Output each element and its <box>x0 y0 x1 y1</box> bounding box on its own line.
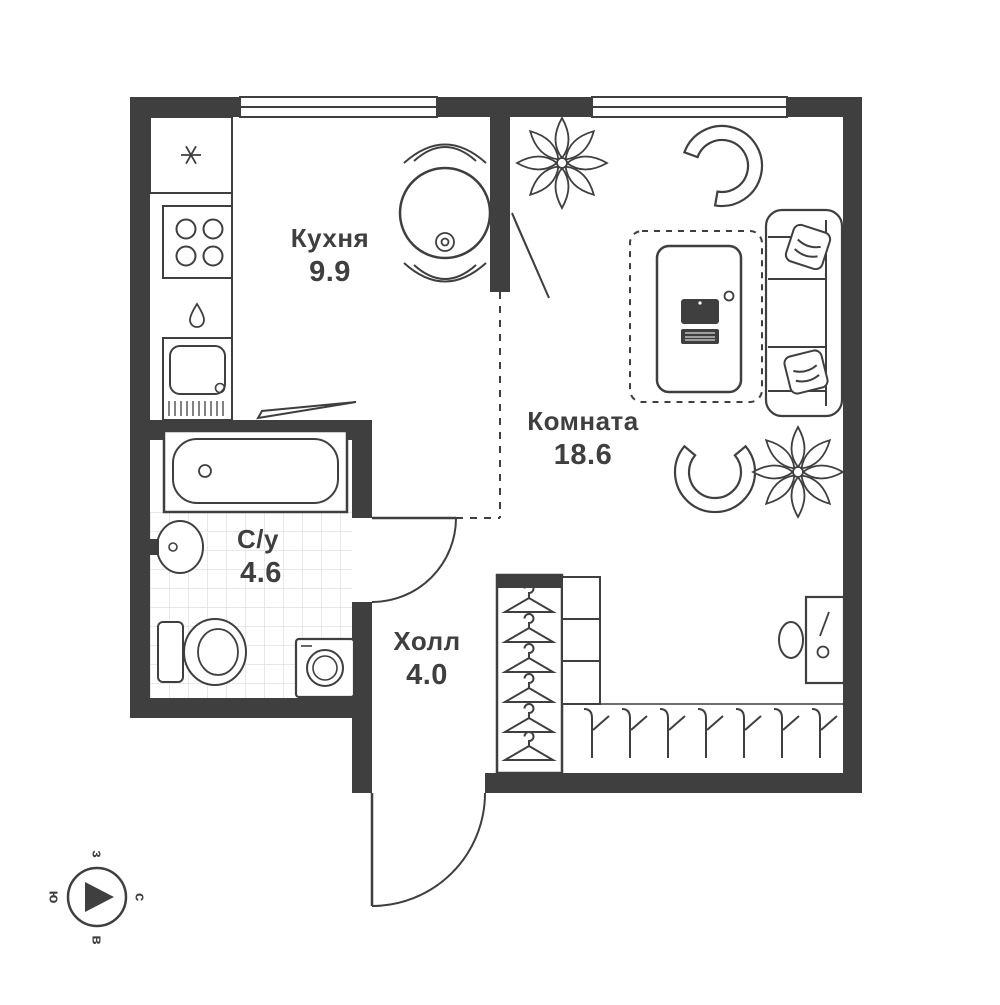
tv-icon <box>256 401 357 420</box>
bathroom-door <box>371 516 457 603</box>
shelf-unit <box>561 576 601 705</box>
compass-letter-north: с <box>132 893 149 901</box>
wall-entry-left <box>352 698 372 793</box>
tv-icon <box>511 212 550 299</box>
hanger-icon <box>504 583 554 613</box>
laptop-icon <box>681 299 719 344</box>
fridge <box>149 116 233 194</box>
hanger-icon <box>504 703 554 733</box>
kitchen-name-label: Кухня <box>291 223 369 253</box>
plant-icon <box>752 426 844 518</box>
dining-chair-bottom <box>403 262 487 283</box>
mouse-icon <box>723 290 735 302</box>
plant-icon <box>516 117 608 209</box>
coat-hook-icon <box>583 708 610 759</box>
pillow <box>784 223 832 271</box>
compass: з с в ю <box>46 850 149 944</box>
sofa <box>764 208 844 418</box>
wall-bathroom-bottom <box>130 698 372 718</box>
window-living-room <box>591 96 788 118</box>
water-drop-icon <box>189 302 205 328</box>
wall-left <box>130 97 150 718</box>
coat-hooks <box>583 708 838 759</box>
dining-table <box>398 143 492 283</box>
desk-zone-dashed-outline <box>629 230 763 403</box>
windows <box>239 96 788 118</box>
coat-hook-icon <box>735 708 762 759</box>
compass-letter-south: ю <box>46 891 63 904</box>
coat-hook-icon <box>811 708 838 759</box>
snowflake-icon <box>181 145 201 165</box>
bathtub <box>162 429 349 514</box>
compass-needle-icon <box>85 882 114 912</box>
hall-name-label: Холл <box>393 626 460 656</box>
compass-letter-east: в <box>89 935 106 944</box>
stool <box>778 621 804 659</box>
vanity-table <box>778 595 846 685</box>
hanger-icon <box>504 643 554 673</box>
kitchen <box>149 116 492 421</box>
pillow <box>783 349 829 395</box>
living-room-name-label: Комната <box>527 406 639 436</box>
compass-letter-west: з <box>89 850 106 857</box>
desk-zone <box>629 230 763 403</box>
wall-top-middle <box>437 97 592 117</box>
stove <box>162 205 233 279</box>
desk-chair <box>673 444 757 514</box>
hall <box>370 573 843 907</box>
armchair-corner <box>682 124 764 208</box>
wall-bathroom-right-top <box>352 420 372 518</box>
toilet <box>157 618 247 686</box>
kitchen-sink <box>162 337 233 421</box>
entry-door <box>370 792 486 907</box>
wall-top-left <box>130 97 240 117</box>
hall-area-label: 4.0 <box>406 659 448 691</box>
bathroom-name-label: С/у <box>237 524 279 554</box>
wall-kitchen-room-divider <box>490 117 510 292</box>
walls <box>130 97 862 793</box>
dining-chair-top <box>403 143 487 164</box>
washing-machine <box>294 637 356 699</box>
wall-wardrobe-top <box>497 575 562 588</box>
window-kitchen <box>239 96 438 118</box>
bathroom <box>150 429 457 699</box>
bathroom-sink <box>150 520 204 574</box>
bathroom-area-label: 4.6 <box>240 557 282 589</box>
drain-board <box>168 401 224 416</box>
coat-hook-icon <box>773 708 800 759</box>
dashed-partition <box>372 292 501 519</box>
hanger-icon <box>504 673 554 703</box>
wall-bathroom-right-bottom <box>352 602 372 718</box>
hanger-icon <box>504 731 554 761</box>
hanger-icon <box>504 613 554 643</box>
kitchen-area-label: 9.9 <box>309 256 351 288</box>
wall-bottom <box>485 773 862 793</box>
living-room-area-label: 18.6 <box>554 439 612 471</box>
coat-hook-icon <box>697 708 724 759</box>
wall-right <box>843 97 862 793</box>
coat-hook-icon <box>621 708 648 759</box>
living-room <box>511 117 846 685</box>
coat-hook-icon <box>659 708 686 759</box>
